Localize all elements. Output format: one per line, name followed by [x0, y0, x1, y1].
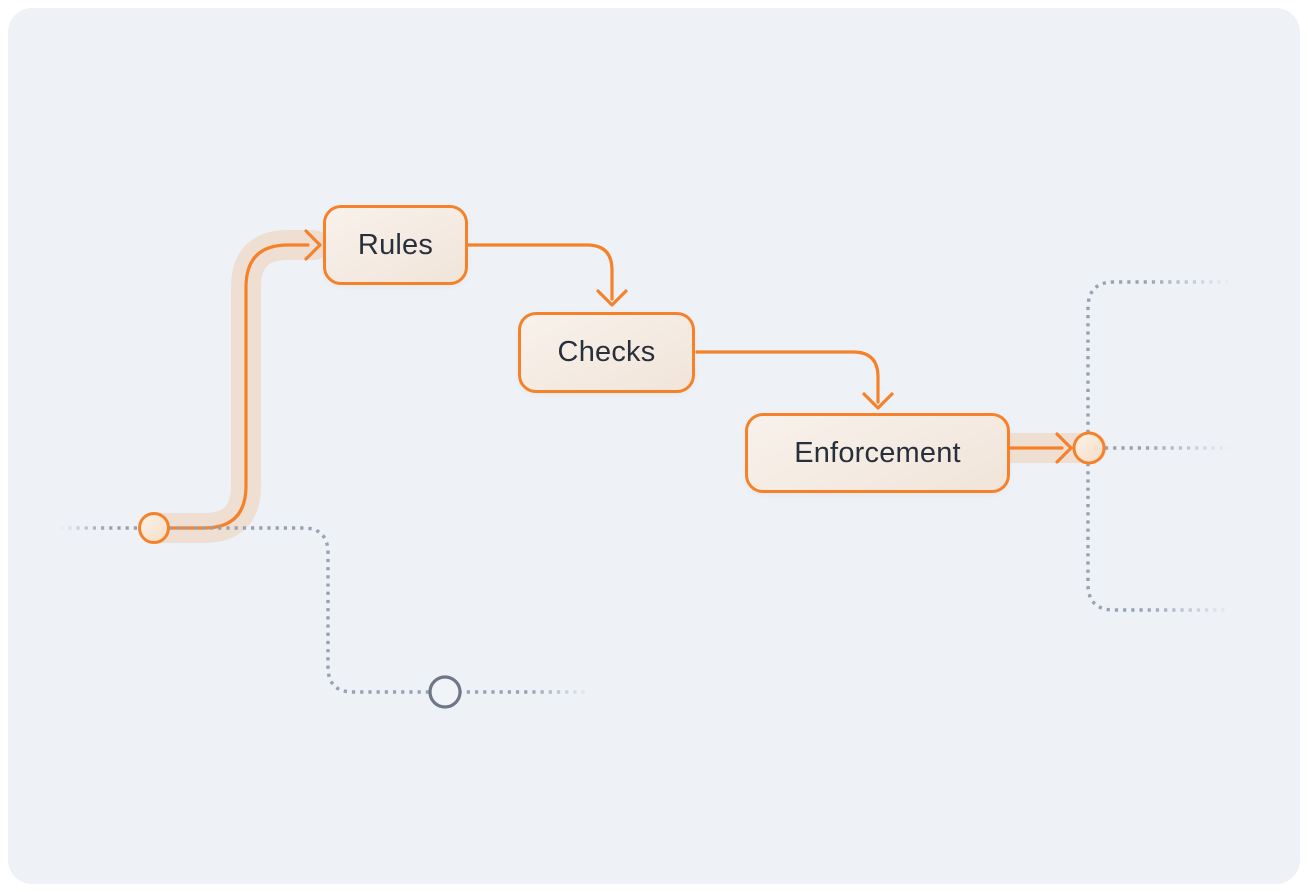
alt-node[interactable] [428, 675, 462, 709]
node-enforcement[interactable]: Enforcement [745, 413, 1010, 493]
node-enforcement-label: Enforcement [794, 436, 961, 469]
edge-checks-to-enforcement [695, 350, 880, 404]
arrowhead-into-rules-icon [304, 229, 322, 261]
end-node[interactable] [1072, 431, 1106, 465]
glow-start-to-rules [139, 230, 329, 543]
dotted-branch-top [1086, 280, 1228, 433]
edge-start-to-rules [166, 243, 310, 530]
node-rules-label: Rules [357, 228, 434, 261]
node-checks[interactable]: Checks [518, 312, 695, 393]
arrowhead-into-end-node-icon [1055, 432, 1073, 464]
arrowhead-into-enforcement-icon [862, 392, 894, 410]
arrowhead-into-checks-icon [596, 289, 628, 307]
dotted-branch-bottom [1086, 463, 1226, 612]
dotted-edge-start-to-alt-node [169, 526, 590, 694]
node-checks-label: Checks [557, 336, 656, 368]
edge-rules-to-checks [466, 243, 614, 301]
node-rules[interactable]: Rules [323, 205, 468, 285]
start-node[interactable] [138, 512, 170, 544]
